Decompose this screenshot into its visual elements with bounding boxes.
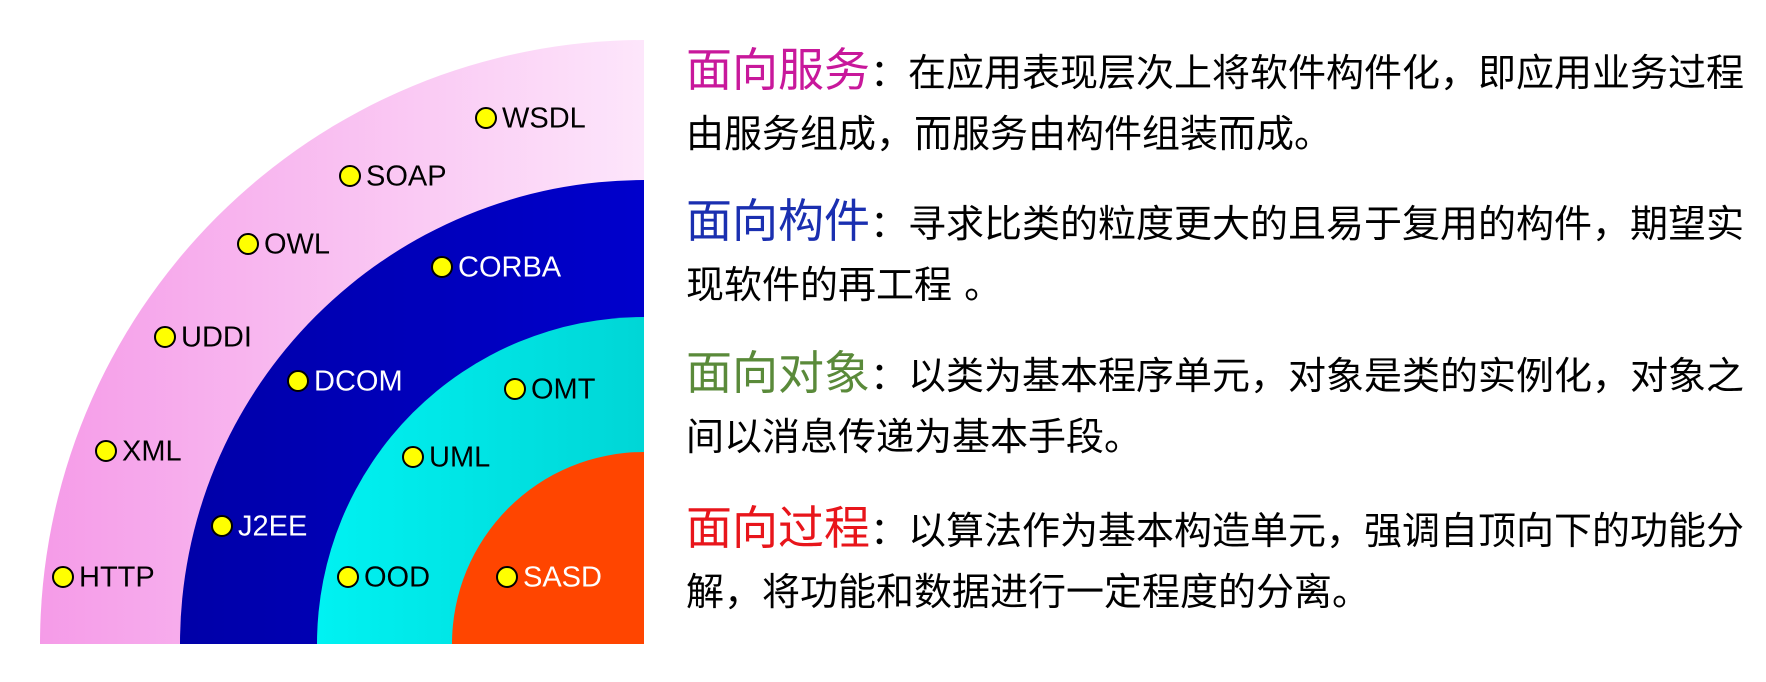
marker-dot — [402, 446, 424, 468]
marker-label: HTTP — [79, 562, 155, 594]
marker-dot — [154, 326, 176, 348]
marker-dot — [211, 515, 233, 537]
body-component-oriented: 寻求比类的粒度更大的且易于复用的构件，期望实现软件的再工程 。 — [686, 202, 1745, 307]
tech-marker-ood: OOD — [337, 562, 430, 594]
tech-marker-corba: CORBA — [431, 252, 562, 284]
paragraph-component-oriented: 面向构件：寻求比类的粒度更大的且易于复用的构件，期望实现软件的再工程 。 — [686, 191, 1746, 316]
body-process-oriented: 以算法作为基本构造单元，强调自顶向下的功能分解，将功能和数据进行一定程度的分离。 — [686, 509, 1745, 614]
heading-service-oriented: 面向服务 — [686, 43, 870, 97]
marker-dot — [95, 440, 117, 462]
marker-dot — [496, 566, 518, 588]
heading-colon: ： — [870, 509, 909, 553]
ring-process — [452, 452, 644, 644]
marker-label: OWL — [264, 229, 330, 261]
tech-marker-j2ee: J2EE — [211, 511, 307, 543]
marker-label: UDDI — [181, 322, 252, 354]
marker-label: CORBA — [458, 252, 562, 284]
marker-label: OOD — [364, 562, 430, 594]
heading-object-oriented: 面向对象 — [686, 346, 870, 400]
marker-dot — [339, 165, 361, 187]
heading-component-oriented: 面向构件 — [686, 194, 870, 248]
dots-layer: WSDL SOAP OWL UDDI XML HTTP CORBA DCOM J2EE OMT UM… — [52, 103, 602, 594]
marker-label: J2EE — [238, 511, 307, 543]
marker-dot — [287, 370, 309, 392]
marker-dot — [237, 233, 259, 255]
marker-label: SASD — [523, 562, 602, 594]
tech-marker-owl: OWL — [237, 229, 330, 261]
tech-marker-uddi: UDDI — [154, 322, 252, 354]
rings-layer — [40, 40, 644, 644]
marker-label: WSDL — [502, 103, 586, 135]
heading-colon: ： — [870, 354, 909, 398]
marker-dot — [337, 566, 359, 588]
marker-dot — [52, 566, 74, 588]
tech-marker-http: HTTP — [52, 562, 155, 594]
heading-colon: ： — [870, 202, 909, 246]
marker-label: OMT — [531, 374, 596, 406]
marker-label: DCOM — [314, 366, 403, 398]
paragraph-service-oriented: 面向服务：在应用表现层次上将软件构件化，即应用业务过程由服务组成，而服务由构件组… — [686, 40, 1746, 165]
paragraph-object-oriented: 面向对象：以类为基本程序单元，对象是类的实例化，对象之间以消息传递为基本手段。 — [686, 343, 1746, 468]
heading-colon: ： — [870, 51, 909, 95]
tech-marker-uml: UML — [402, 442, 490, 474]
tech-marker-xml: XML — [95, 436, 182, 468]
tech-marker-omt: OMT — [504, 374, 596, 406]
marker-dot — [431, 256, 453, 278]
marker-label: UML — [429, 442, 490, 474]
marker-label: XML — [122, 436, 182, 468]
tech-marker-dcom: DCOM — [287, 366, 403, 398]
marker-label: SOAP — [366, 161, 447, 193]
tech-marker-sasd: SASD — [496, 562, 602, 594]
body-object-oriented: 以类为基本程序单元，对象是类的实例化，对象之间以消息传递为基本手段。 — [686, 354, 1745, 459]
heading-process-oriented: 面向过程 — [686, 501, 870, 555]
tech-marker-wsdl: WSDL — [475, 103, 586, 135]
marker-dot — [475, 107, 497, 129]
body-service-oriented: 在应用表现层次上将软件构件化，即应用业务过程由服务组成，而服务由构件组装而成。 — [686, 51, 1745, 156]
tech-marker-soap: SOAP — [339, 161, 447, 193]
paragraph-process-oriented: 面向过程：以算法作为基本构造单元，强调自顶向下的功能分解，将功能和数据进行一定程… — [686, 498, 1746, 623]
marker-dot — [504, 378, 526, 400]
